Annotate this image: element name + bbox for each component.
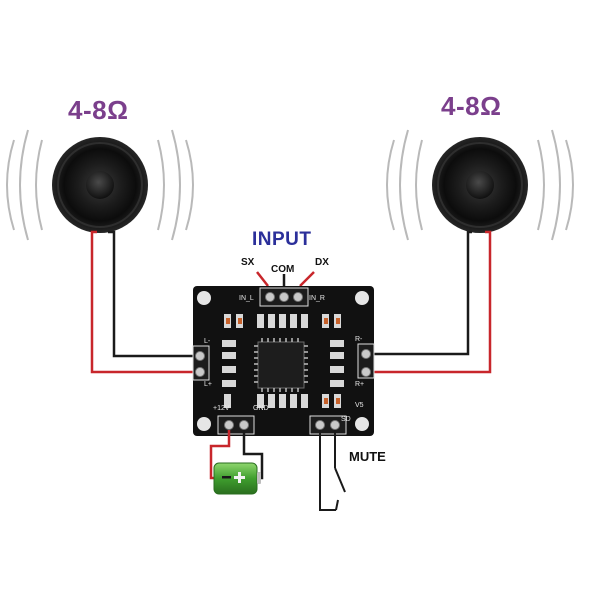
silk-r-plus: R+ (355, 381, 365, 388)
silk-l-plus: L+ (204, 381, 212, 388)
wires-right-speaker (367, 230, 492, 374)
amplifier-board (192, 286, 375, 436)
silk-gnd: GND (253, 405, 269, 412)
silk-r-minus: R- (355, 336, 363, 343)
silk-power: +12V (213, 405, 230, 412)
wires-left-speaker (90, 230, 199, 374)
speaker-left-impedance: 4-8Ω (68, 95, 129, 125)
silk-in-left: IN_L (239, 295, 254, 302)
input-title: INPUT (252, 229, 312, 250)
input-pin-sx: SX (241, 257, 255, 268)
sound-waves-left (6, 129, 194, 241)
wires-input (256, 271, 315, 287)
sound-waves-right (386, 129, 574, 241)
input-pin-com: COM (271, 264, 295, 275)
silk-l-minus: L- (204, 338, 211, 345)
input-pin-dx: DX (315, 257, 329, 268)
silk-in-right: IN_R (309, 295, 325, 302)
silk-v5: V5 (355, 402, 364, 409)
speaker-right-impedance: 4-8Ω (441, 91, 502, 121)
silk-sd: SD (341, 416, 351, 423)
speaker-right-icon (432, 137, 528, 233)
battery-icon (213, 462, 261, 495)
speaker-left-icon (52, 137, 148, 233)
mute-switch (319, 430, 346, 511)
mute-label: MUTE (349, 449, 386, 464)
